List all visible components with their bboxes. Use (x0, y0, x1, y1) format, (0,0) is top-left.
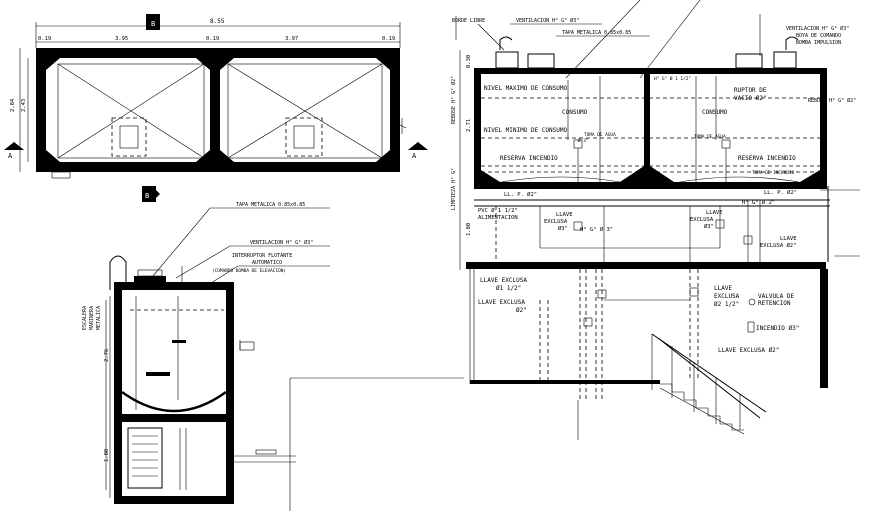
lvl-toma-diam: Ø 3" (578, 137, 589, 144)
pipe-alimentacion: ALIMENTACION (478, 215, 518, 221)
plan-dim-left-1: 2.84 (10, 98, 16, 112)
side-note-interruptor: INTERRUPTOR FLOTANTE (232, 253, 292, 259)
lvl-ruptor: RUPTOR DE (734, 87, 767, 94)
main-dim-2: 2.71 (466, 119, 472, 132)
lvl-impulsion: IMPULSION AGUA (654, 70, 691, 76)
lvl-impulsion-diam: H° G° Ø 1 1/2" (654, 75, 691, 82)
ladder-label-1: ESCALERA (82, 306, 88, 330)
pipe-hg-2: H° G° Ø 2" (742, 199, 775, 206)
plan-dim-left-2: 2.43 (21, 99, 27, 112)
lvl-toma-incendio: TOMA DE INCENDIO (752, 170, 795, 176)
plan-dim-top-2: 3.95 (115, 36, 128, 42)
rise-rebose: REBOSE H° G° Ø2" (450, 76, 457, 124)
side-note-ventilacion: VENTILACION H° G° Ø3" (250, 239, 313, 246)
lvl-toma-agua-2: TOMA DE AGUA (694, 134, 726, 140)
main-section: BORDE LIBRE VENTILACION H° G° Ø3" TAPA M… (289, 0, 860, 511)
lvl-consumo-1: CONSUMO (562, 109, 588, 116)
lvl-reserva-2: RESERVA INCENDIO (738, 155, 796, 162)
main-dim-1: 0.30 (466, 55, 472, 68)
stairs (651, 333, 767, 435)
plan-dim-top-3: 0.19 (206, 36, 219, 42)
side-note-comando: (COMANDO BOMBA DE ELEVACION) (212, 268, 286, 274)
section-mark-b-bottom: B (145, 192, 149, 200)
lvl-min: NIVEL MINIMO DE CONSUMO (484, 127, 567, 134)
side-section: TAPA METALICA 0.85x0.85 VENTILACION H° G… (82, 202, 330, 504)
plan-dim-top-4: 3.97 (285, 36, 298, 42)
low-exclusa-3: EXCLUSA (714, 293, 740, 300)
main-dim-3: 1.80 (466, 223, 472, 236)
low-diam-2: Ø2" (516, 307, 527, 314)
pipe-llave-1: LLAVE (556, 212, 573, 218)
low-retencion: RETENCION (758, 300, 791, 307)
ladder-label-2: MARINERA (89, 306, 95, 330)
pipe-llp-1: LL. P. Ø2" (504, 191, 537, 198)
lvl-rebose-right: REBOSE H° G° Ø2" (808, 97, 856, 104)
note-ventilacion-1: VENTILACION H° G° Ø3" (516, 17, 579, 24)
side-note-tapa: TAPA METALICA 0.85x0.85 (236, 202, 305, 208)
pipe-hg-3: H° G° Ø 3" (580, 226, 613, 233)
plan-view: 8.55 0.19 3.95 0.19 3.97 0.19 2.84 2.43 (4, 14, 428, 202)
side-note-automatico: AUTOMATICO (252, 260, 282, 266)
plan-total-width: 8.55 (210, 18, 225, 25)
plan-dim-top-5: 0.19 (382, 36, 395, 42)
pipe-exclusa-1: EXCLUSA (544, 219, 568, 225)
low-diam-1: Ø1 1/2" (496, 285, 521, 292)
low-incendio: INCENDIO Ø3" (756, 325, 799, 332)
side-dim-2: 1.80 (104, 449, 110, 462)
ladder-label-3: METALICA (96, 306, 102, 330)
section-mark-b-top: B (151, 20, 155, 28)
low-llave-3: LLAVE (714, 285, 732, 292)
rise-limpieza: LIMPIEZA H° G° (451, 168, 457, 210)
note-tapa-metalica: TAPA METALICA 0.85x0.85 (562, 30, 631, 36)
lvl-consumo-2: CONSUMO (702, 109, 728, 116)
lvl-reserva-1: RESERVA INCENDIO (500, 155, 558, 162)
low-llave-1: LLAVE EXCLUSA (480, 277, 527, 284)
low-diam-3: Ø2 1/2" (714, 301, 739, 308)
pipe-llp-2: LL. P. Ø2" (764, 189, 797, 196)
low-valvula: VALVULA DE (758, 293, 795, 300)
pipe-exclusa-2: EXCLUSA (690, 217, 714, 223)
section-mark-a-right: A (412, 152, 417, 160)
note-ventilacion-2: VENTILACION H° G° Ø3" (786, 25, 849, 32)
plan-dim-top-1: 0.19 (38, 36, 51, 42)
pipe-exclusa-3: EXCLUSA Ø2" (760, 242, 796, 249)
pipe-diam-1: Ø3" (558, 225, 568, 232)
note-borde-libre: BORDE LIBRE (452, 18, 485, 24)
note-boya: BOYA DE COMANDO (796, 33, 841, 39)
pipe-llave-2: LLAVE (706, 210, 723, 216)
section-mark-a-left: A (8, 152, 13, 160)
pipe-llave-3: LLAVE (780, 236, 797, 242)
lvl-max: NIVEL MAXIMO DE CONSUMO (484, 85, 567, 92)
low-llave-4: LLAVE EXCLUSA Ø2" (718, 347, 779, 354)
side-dim-1: 2.76 (104, 349, 110, 362)
low-llave-2: LLAVE EXCLUSA (478, 299, 525, 306)
lvl-ruptor-diam: VACIO Ø2" (734, 95, 767, 102)
pipe-pvc: PVC Ø 1 1/2" (478, 207, 518, 214)
pipe-diam-2: Ø3" (704, 223, 714, 230)
note-bomba-impulsion: BOMBA IMPULSION (796, 40, 841, 46)
